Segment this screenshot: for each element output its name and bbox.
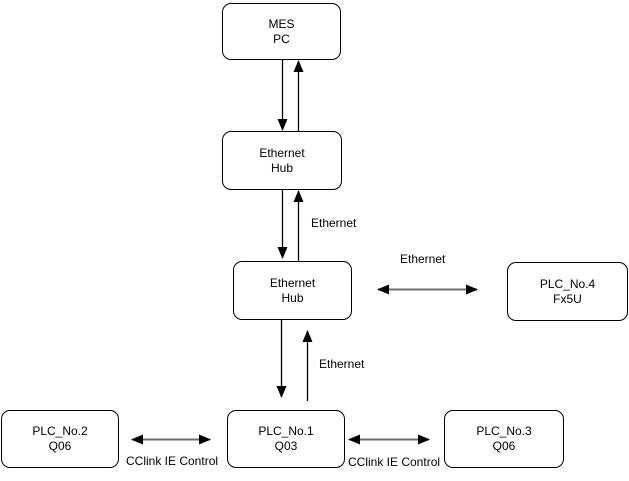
node-label-line1: Ethernet (259, 145, 305, 160)
edge-label-ethernet-hub2-plc4: Ethernet (400, 252, 446, 266)
node-mes-pc: MES PC (222, 3, 341, 60)
node-label-line2: Hub (281, 290, 304, 305)
node-label-line1: Ethernet (269, 275, 316, 290)
node-plc-no1: PLC_No.1 Q03 (227, 410, 345, 468)
edge-label-cclink-plc2-plc1: CClink IE Control (126, 454, 219, 468)
node-label-line2: Hub (270, 160, 293, 175)
node-label-line2: Fx5U (553, 291, 582, 306)
node-label-line2: Q03 (274, 439, 298, 453)
node-label-line1: PLC_No.4 (539, 276, 596, 291)
node-label-line1: MES (268, 16, 295, 31)
edge-label-ethernet-hub1-hub2: Ethernet (311, 216, 357, 230)
node-label-line2: PC (273, 31, 290, 46)
edge-label-cclink-plc1-plc3: CClink IE Control (348, 455, 441, 469)
node-label-line2: Q06 (48, 439, 72, 453)
node-plc-no2: PLC_No.2 Q06 (1, 410, 119, 468)
node-ethernet-hub-upper: Ethernet Hub (222, 131, 342, 190)
node-plc-no4: PLC_No.4 Fx5U (507, 262, 628, 321)
node-label-line1: PLC_No.1 (258, 424, 314, 438)
node-label-line1: PLC_No.2 (32, 424, 88, 438)
edge-label-ethernet-hub2-plc1: Ethernet (319, 357, 365, 371)
node-ethernet-hub-lower: Ethernet Hub (233, 261, 352, 320)
node-label-line1: PLC_No.3 (476, 424, 532, 438)
node-label-line2: Q06 (492, 439, 516, 453)
node-plc-no3: PLC_No.3 Q06 (444, 410, 564, 468)
